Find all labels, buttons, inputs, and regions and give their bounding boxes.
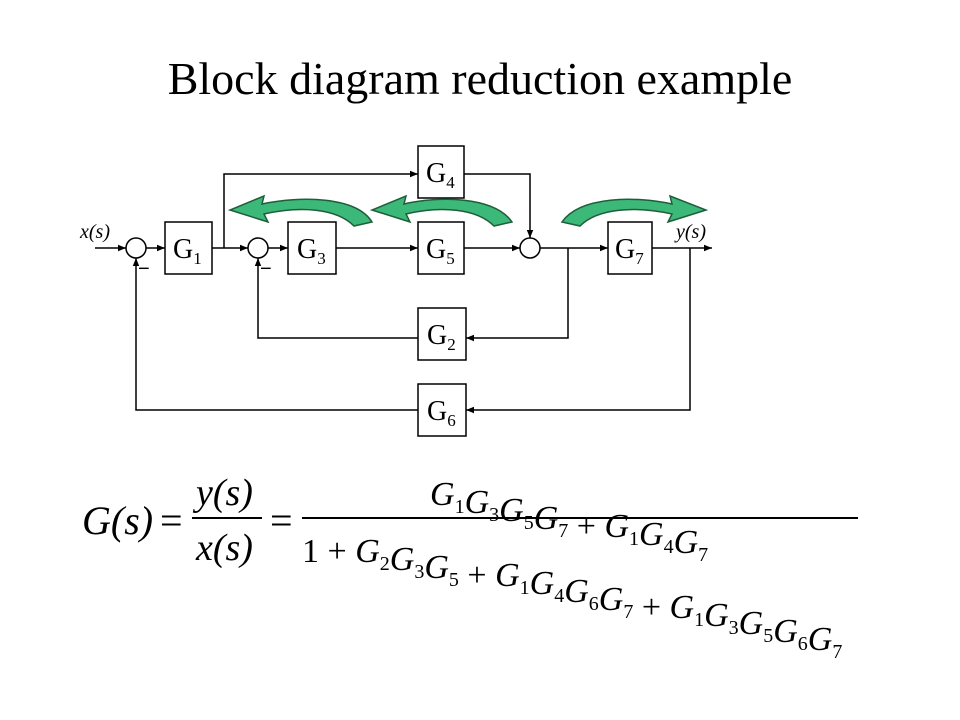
equation-term: G [499, 492, 524, 529]
minus-sign-1: − [138, 258, 150, 280]
equation-term: G [639, 516, 664, 553]
equation-subscript: 5 [524, 512, 534, 534]
block-g1: G1 [164, 221, 213, 275]
page-title: Block diagram reduction example [167, 53, 793, 104]
equation-term: + [568, 508, 604, 545]
svg-text:G1: G1 [173, 234, 202, 268]
block-g2: G2 [417, 307, 467, 361]
equation-term: G [495, 557, 520, 594]
output-signal-label: y(s) [674, 221, 706, 243]
equation-subscript: 6 [589, 593, 599, 615]
equation-lhs: G(s) [82, 498, 153, 543]
equation-term: G [739, 605, 764, 642]
equation-term: G [674, 524, 699, 561]
equation-term: G [704, 597, 729, 634]
equation-subscript: 7 [623, 601, 633, 623]
equation-term: G [564, 573, 589, 610]
equation-term: G [808, 621, 833, 658]
equation-equals-1: = [160, 498, 183, 543]
equation-subscript: 4 [554, 585, 564, 607]
summing-junction-1 [125, 237, 147, 259]
equation-term: G [670, 589, 695, 626]
equation-subscript: 2 [380, 553, 390, 575]
minus-sign-2: − [260, 258, 272, 280]
svg-text:G2: G2 [427, 320, 456, 354]
feedback-g2-path [254, 248, 569, 342]
summing-junction-2 [247, 237, 269, 259]
feedback-g6-path [132, 248, 691, 414]
equation-term: G [530, 565, 555, 602]
equation-subscript: 1 [629, 528, 639, 550]
equation-subscript: 7 [832, 641, 842, 663]
equation-term: 1 + [302, 533, 355, 570]
equation-denominator: 1 + G2G3G5 + G1G4G6G7 + G1G3G5G6G7 [302, 533, 842, 663]
equation-term: + [459, 557, 495, 594]
equation-term: G [355, 533, 380, 570]
svg-text:G3: G3 [297, 234, 326, 268]
equation-subscript: 4 [664, 536, 674, 558]
equation-ratio-denominator: x(s) [195, 527, 253, 569]
input-signal-label: x(s) [79, 221, 110, 243]
equation-subscript: 3 [729, 617, 739, 639]
equation-term: G [424, 549, 449, 586]
equation-term: G [604, 508, 629, 545]
equation-term: G [390, 541, 415, 578]
equation-subscript: 7 [558, 520, 568, 542]
feedforward-g4-path [223, 170, 534, 248]
svg-text:G4: G4 [426, 158, 455, 192]
equation-term: G [599, 581, 624, 618]
equation-subscript: 3 [489, 504, 499, 526]
equation-equals-2: = [270, 498, 293, 543]
block-g7: G7 [607, 221, 653, 275]
block-g3: G3 [287, 221, 337, 275]
equation-subscript: 6 [798, 633, 808, 655]
equation-subscript: 7 [698, 544, 708, 566]
equation-subscript: 5 [763, 625, 773, 647]
svg-text:G5: G5 [426, 234, 455, 268]
block-g6: G6 [417, 383, 467, 437]
equation-term: G [465, 484, 490, 521]
svg-text:G7: G7 [615, 234, 644, 268]
transfer-function-equation: G(s) = y(s) x(s) = G1G3G5G7 + G1G4G7 1 +… [82, 472, 858, 663]
equation-subscript: 1 [455, 496, 465, 518]
equation-term: G [773, 613, 798, 650]
equation-ratio-numerator: y(s) [192, 472, 253, 514]
equation-subscript: 1 [520, 577, 530, 599]
equation-term: G [430, 476, 455, 513]
equation-subscript: 5 [449, 569, 459, 591]
curved-arrow-left-2 [369, 194, 514, 227]
curved-arrow-left-1 [227, 194, 374, 227]
summing-junction-3 [519, 237, 541, 259]
svg-text:G6: G6 [427, 396, 456, 430]
equation-term: + [633, 589, 669, 626]
block-g5: G5 [417, 221, 465, 275]
equation-subscript: 1 [694, 609, 704, 631]
curved-arrow-right [560, 194, 709, 227]
equation-subscript: 3 [414, 561, 424, 583]
equation-numerator: G1G3G5G7 + G1G4G7 [430, 476, 708, 566]
block-g4: G4 [417, 145, 465, 199]
